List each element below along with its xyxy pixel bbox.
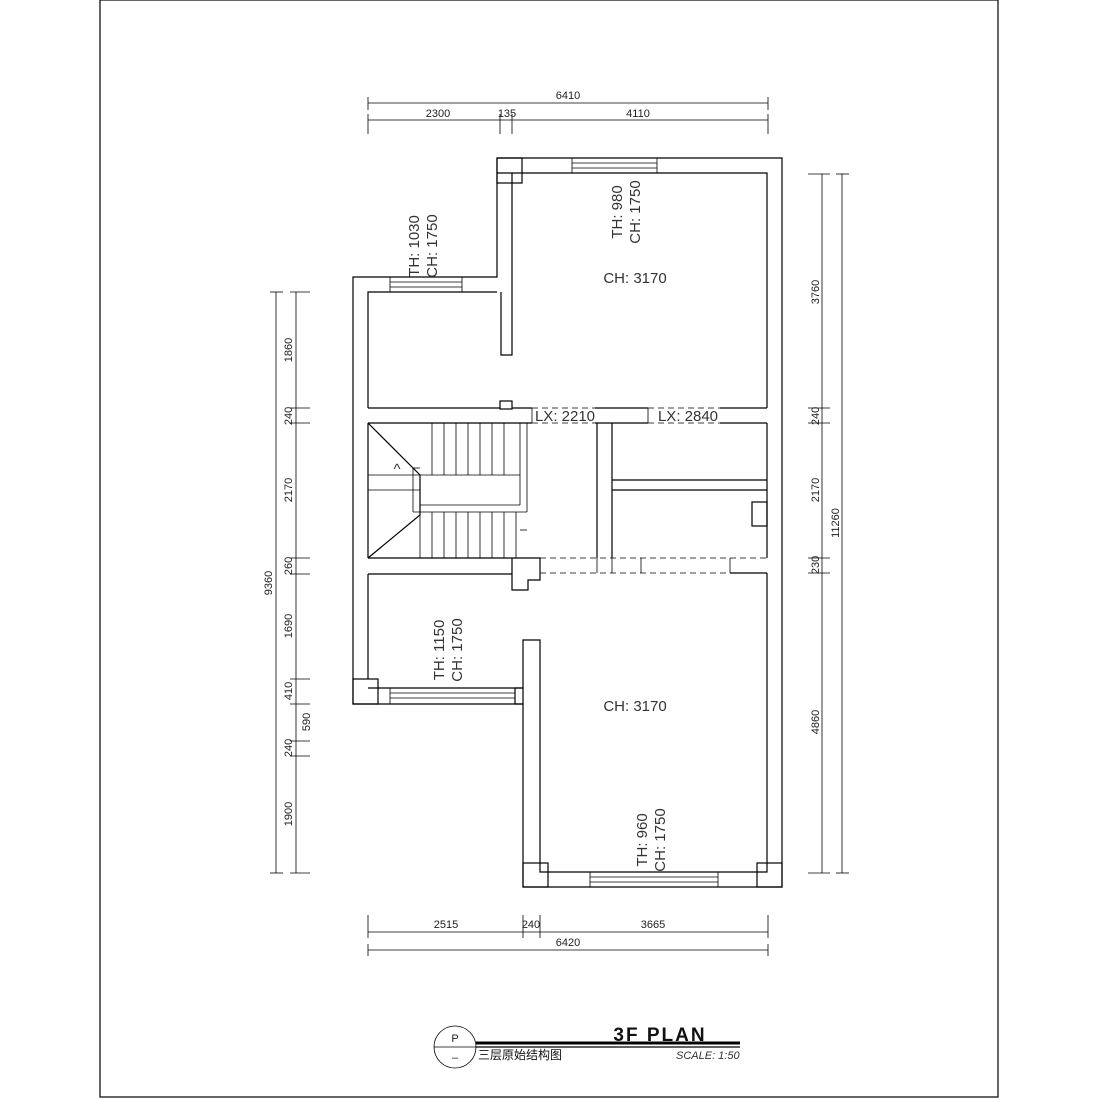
right-dimension-1: 3760 xyxy=(810,280,822,304)
left-dimension-9: 1900 xyxy=(283,802,295,826)
beam-right-label: LX: 2840 xyxy=(658,408,718,425)
section-symbol-sub: – xyxy=(452,1052,459,1064)
bottom-total-dimension: 6420 xyxy=(556,937,580,949)
sheet-border xyxy=(99,0,999,1098)
top-dimension-3: 4110 xyxy=(626,108,650,120)
right-dimension-3: 2170 xyxy=(810,478,822,502)
top-dimension-2: 135 xyxy=(498,108,516,120)
bottom-dimension-3: 3665 xyxy=(641,919,665,931)
left-dimension-1: 1860 xyxy=(283,338,295,362)
left-dimension-lines xyxy=(270,291,310,874)
right-dimension-4: 230 xyxy=(810,556,822,574)
interior-walls xyxy=(368,400,768,591)
window-middle-left xyxy=(389,687,516,705)
right-dimension-lines xyxy=(808,173,849,874)
window-middle-left-th: TH: 1150 xyxy=(431,620,448,681)
top-dimension-1: 2300 xyxy=(426,108,450,120)
staircase xyxy=(367,422,528,559)
window-top-right-th: TH: 980 xyxy=(609,185,626,238)
lower-room-ceiling-height: CH: 3170 xyxy=(603,698,666,715)
left-dimension-6: 410 xyxy=(283,682,295,700)
top-dimension-lines xyxy=(367,97,769,134)
bottom-dimension-1: 2515 xyxy=(434,919,458,931)
left-dimension-2: 240 xyxy=(283,407,295,425)
title-block xyxy=(433,1025,740,1069)
left-dimension-4: 260 xyxy=(283,557,295,575)
left-dimension-8: 240 xyxy=(283,739,295,757)
window-top-right-ch: CH: 1750 xyxy=(627,180,644,243)
right-total-dimension: 11260 xyxy=(830,508,842,538)
beam-left-label: LX: 2210 xyxy=(535,408,595,425)
right-dimension-2: 240 xyxy=(810,407,822,425)
plan-title: 3F PLAN xyxy=(613,1025,706,1046)
window-bottom-ch: CH: 1750 xyxy=(652,808,669,871)
window-top-left-ch: CH: 1750 xyxy=(424,214,441,277)
window-bottom-th: TH: 960 xyxy=(634,813,651,866)
bottom-dimension-2: 240 xyxy=(522,919,540,931)
left-dimension-7: 590 xyxy=(301,713,313,731)
upper-room-ceiling-height: CH: 3170 xyxy=(603,270,666,287)
right-dimension-5: 4860 xyxy=(810,710,822,734)
window-top-right xyxy=(571,157,658,174)
section-symbol-letter: P xyxy=(451,1033,458,1045)
bottom-dimension-lines xyxy=(367,915,769,956)
stair-direction-arrow: ^ xyxy=(393,461,400,478)
left-dimension-5: 1690 xyxy=(283,614,295,638)
plan-scale: SCALE: 1:50 xyxy=(676,1050,740,1062)
window-top-left-th: TH: 1030 xyxy=(406,215,423,277)
left-total-dimension: 9360 xyxy=(263,571,275,595)
plan-subtitle-cn: 三层原始结构图 xyxy=(478,1047,562,1062)
left-dimension-3: 2170 xyxy=(283,478,295,502)
window-top-left xyxy=(389,276,463,293)
top-total-dimension: 6410 xyxy=(556,90,580,102)
window-bottom xyxy=(589,871,719,888)
window-middle-left-ch: CH: 1750 xyxy=(449,618,466,681)
